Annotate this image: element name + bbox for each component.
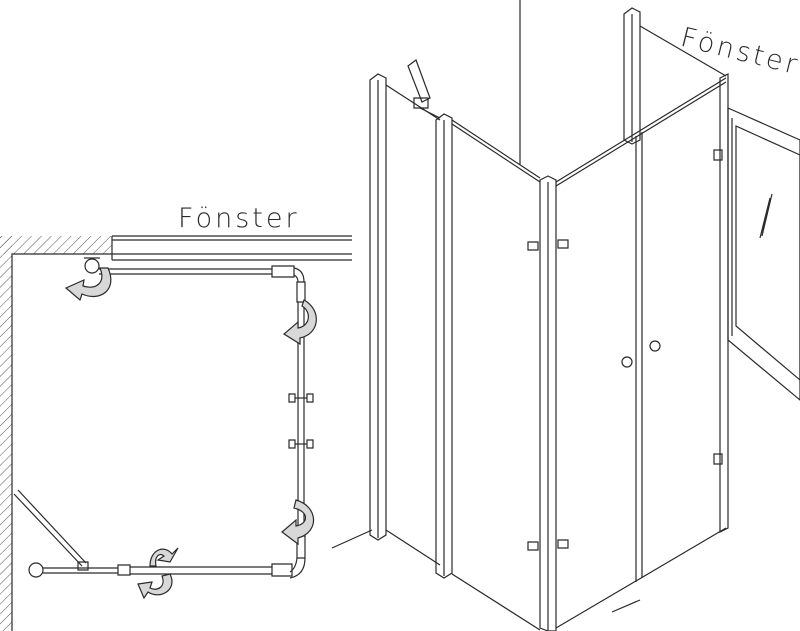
wall-line [12, 254, 112, 631]
knob-icon [622, 357, 632, 367]
hinge-icon [714, 454, 722, 464]
window-label-plan: Fönster [178, 203, 300, 234]
left-wall-hatch [0, 236, 12, 631]
hinge-icon [558, 540, 568, 548]
hinge-icon [558, 240, 568, 248]
bottom-glass-panel [14, 490, 292, 577]
iso-window [728, 108, 800, 400]
pivot-arrow-bottom-down [138, 574, 172, 598]
plan-view [0, 236, 352, 631]
hinge-icon [528, 542, 538, 550]
iso-left-door [436, 114, 540, 630]
handle-upper [289, 394, 313, 402]
handle-lower [289, 440, 313, 448]
iso-right-profile [714, 74, 728, 532]
window-sill [112, 236, 352, 260]
iso-corner-profile [528, 176, 568, 631]
iso-left-panel [370, 74, 440, 565]
top-pivot-handle [408, 60, 440, 118]
knob-icon [650, 341, 660, 351]
hinge-icon [714, 150, 722, 160]
top-wall-hatch [0, 236, 112, 254]
hinge-icon [528, 242, 538, 250]
isometric-view [332, 0, 800, 631]
pivot-arrow-right-upper [284, 300, 316, 344]
floor-line-left [332, 530, 372, 548]
pivot-arrow-right-lower [282, 500, 314, 544]
pivot-arrow-top [66, 268, 111, 300]
iso-back-panel [624, 8, 726, 144]
top-glass-panel [84, 258, 304, 282]
iso-front-doors [556, 78, 726, 628]
pivot-arrow-bottom-up [150, 548, 178, 566]
floor-line-right [612, 600, 640, 612]
